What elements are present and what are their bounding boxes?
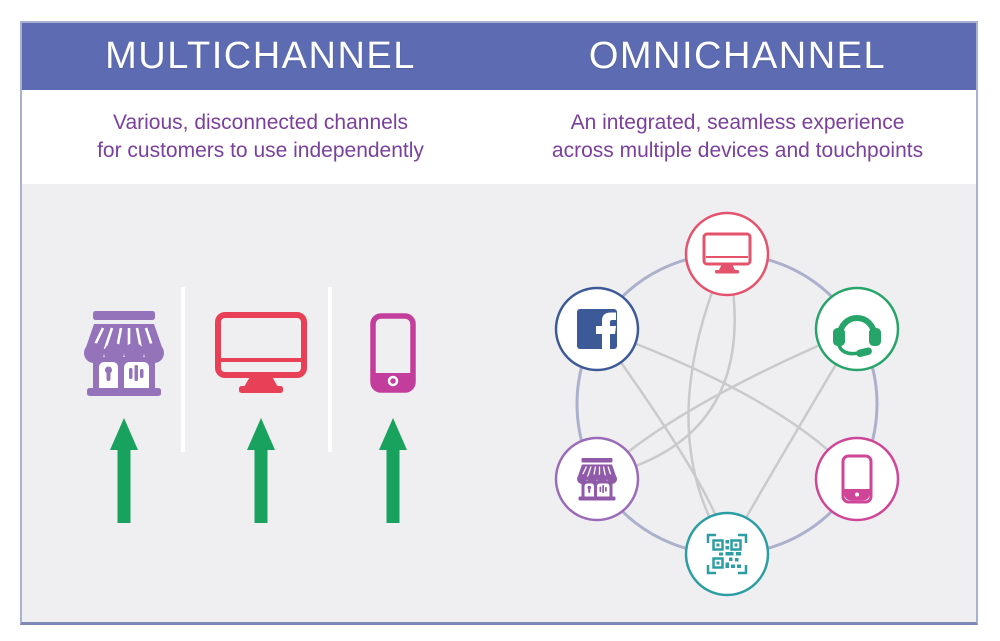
- multichannel-subtitle-line1: Various, disconnected channels: [113, 111, 408, 134]
- smartphone-icon: [841, 454, 873, 504]
- channel-node-smartphone: [814, 436, 900, 522]
- multichannel-subtitle: Various, disconnected channels for custo…: [22, 90, 499, 184]
- channel-node-headset: [814, 286, 900, 372]
- qr-code-icon: [706, 533, 748, 575]
- multichannel-diagram: [82, 287, 416, 523]
- omnichannel-subtitle: An integrated, seamless experience acros…: [499, 90, 976, 184]
- omnichannel-subtitle-line1: An integrated, seamless experience: [570, 111, 905, 134]
- desktop-monitor-icon: [702, 232, 752, 274]
- up-arrow-icon: [379, 418, 407, 523]
- desktop-monitor-icon: [215, 312, 307, 393]
- column-divider: [328, 287, 332, 452]
- channel-node-storefront: [554, 436, 640, 522]
- channel-node-desktop: [684, 211, 770, 297]
- header-band: MULTICHANNEL OMNICHANNEL: [22, 23, 976, 90]
- up-arrow-icon: [110, 418, 138, 523]
- omnichannel-diagram: [554, 211, 900, 597]
- facebook-icon: [577, 309, 617, 349]
- connection-lines: [595, 253, 859, 553]
- subtitle-band: Various, disconnected channels for custo…: [22, 90, 976, 184]
- multichannel-title: MULTICHANNEL: [105, 35, 416, 77]
- channel-node-qr: [684, 511, 770, 597]
- headset-icon: [833, 315, 881, 358]
- diagram-area: [22, 184, 976, 622]
- channel-node-facebook: [554, 286, 640, 372]
- multichannel-subtitle-line2: for customers to use independently: [97, 139, 424, 162]
- omnichannel-subtitle-line2: across multiple devices and touchpoints: [551, 139, 924, 162]
- column-divider: [181, 287, 185, 452]
- up-arrow-icon: [247, 418, 275, 523]
- smartphone-icon: [370, 313, 416, 393]
- storefront-icon: [82, 309, 166, 398]
- omnichannel-title: OMNICHANNEL: [588, 35, 887, 77]
- infographic-frame: MULTICHANNEL OMNICHANNEL Various, discon…: [20, 21, 978, 625]
